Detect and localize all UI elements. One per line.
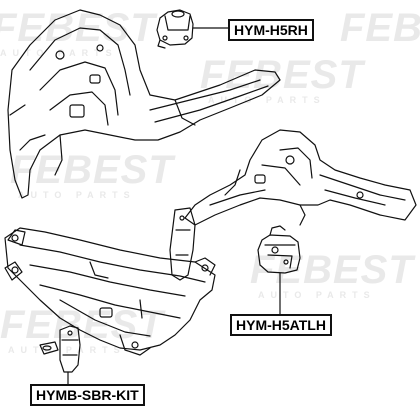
watermark-brand: FEBEST [0, 6, 156, 50]
watermark: FEBEST AUTO PARTS [0, 8, 156, 58]
body-frame-upper [7, 9, 281, 199]
subframe-bushing-kit [39, 325, 81, 385]
watermark-tagline: AUTO PARTS [258, 290, 376, 300]
engine-mount-right [156, 9, 229, 49]
watermark-tagline: AUTO PARTS [208, 95, 326, 105]
watermark-tagline: AUTO PARTS [0, 48, 118, 58]
watermark-tagline: AUTO PARTS [8, 345, 126, 355]
body-frame-rail [184, 129, 417, 226]
watermark: FEBEST AUTO PARTS [250, 250, 414, 300]
part-label-hymb-sbr-kit: HYMB-SBR-KIT [30, 384, 145, 406]
part-label-hym-h5rh: HYM-H5RH [228, 19, 314, 41]
watermark: FEBEST [340, 8, 420, 48]
engine-mount-left [257, 225, 301, 315]
watermark: FEBEST AUTO PARTS [200, 55, 364, 105]
support-bracket [169, 207, 196, 281]
part-label-hym-h5atlh: HYM-H5ATLH [230, 314, 332, 336]
watermark-brand: FEBEST [250, 248, 414, 292]
watermark-tagline: AUTO PARTS [18, 190, 136, 200]
subframe [4, 227, 216, 356]
watermark-brand: FEBEST [340, 6, 420, 50]
watermark-brand: FEBEST [200, 53, 364, 97]
